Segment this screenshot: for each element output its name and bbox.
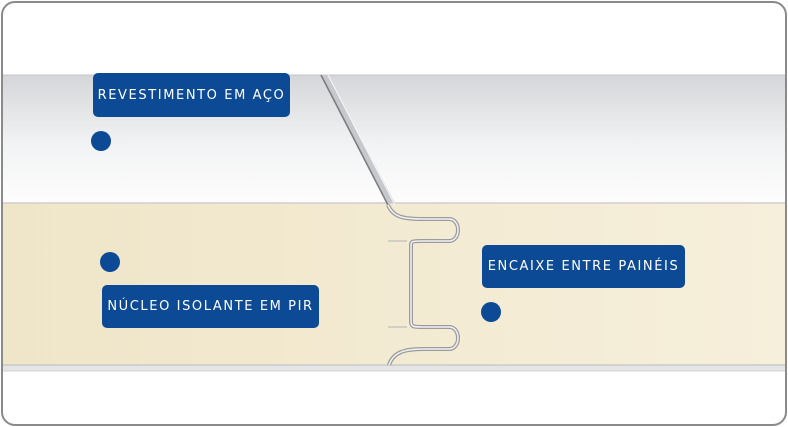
panel-joint-marker <box>481 302 501 322</box>
sandwich-panel-illustration <box>3 74 785 372</box>
panel-joint <box>386 204 460 366</box>
bottom-steel-sheet <box>3 365 785 371</box>
insulating-core-marker <box>100 252 120 272</box>
steel-seam <box>321 75 395 203</box>
steel-coating-marker <box>91 131 111 151</box>
insulating-core-label: NÚCLEO ISOLANTE EM PIR <box>102 285 319 328</box>
steel-coating-label: REVESTIMENTO EM AÇO <box>93 73 290 117</box>
panel-joint-label: ENCAIXE ENTRE PAINÉIS <box>482 245 685 288</box>
